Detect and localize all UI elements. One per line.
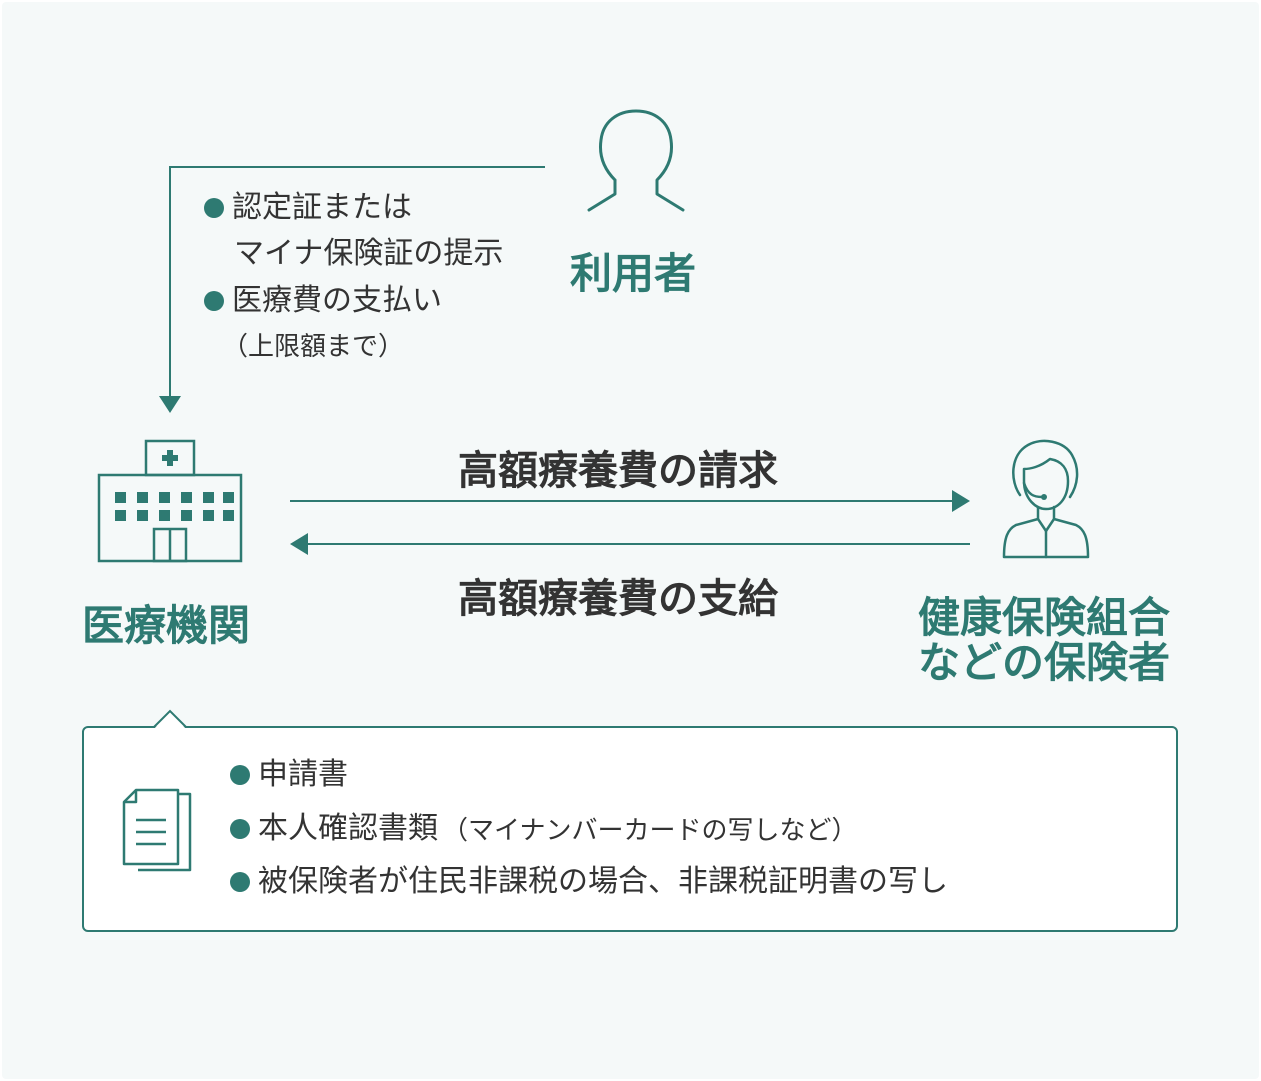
user-bullet-note: （上限額まで） <box>222 332 405 362</box>
user-bullet-1-continuation: マイナ保険証の提示 <box>234 236 504 271</box>
user-bullet-1: 認定証または <box>204 190 412 226</box>
bullet-dot <box>230 765 250 785</box>
user-to-hospital-arrowhead <box>159 396 181 413</box>
user-to-hospital-line <box>169 166 545 398</box>
callout-pointer <box>153 709 187 729</box>
document-item-note: （マイナンバーカードの写しなど） <box>442 816 858 846</box>
bullet-text: 医療費の支払い <box>232 283 442 318</box>
hospital-label: 医療機関 <box>82 601 251 650</box>
bullet-dot <box>230 872 250 892</box>
document-icon <box>122 788 192 872</box>
payment-arrowhead <box>290 533 308 555</box>
bullet-dot <box>230 818 250 839</box>
document-item-1: 申請書 <box>230 757 348 793</box>
hospital-icon <box>97 439 243 563</box>
request-arrowhead <box>952 490 970 512</box>
payment-label: 高額療養費の支給 <box>458 576 778 622</box>
person-icon <box>587 109 685 212</box>
insurer-label-line2: などの保険者 <box>918 638 1171 688</box>
bullet-dot <box>204 198 224 218</box>
document-item-3: 被保険者が住民非課税の場合、非課税証明書の写し <box>230 864 948 900</box>
insurer-label: 健康保険組合 などの保険者 <box>918 595 1170 686</box>
documents-box <box>82 726 1178 932</box>
insurer-label-line1: 健康保険組合 <box>918 593 1171 642</box>
bullet-text: 認定証または <box>232 190 412 225</box>
document-item-text: 本人確認書類 <box>258 810 438 846</box>
request-label: 高額療養費の請求 <box>458 448 778 494</box>
bullet-dot <box>204 291 224 311</box>
document-item-text: 申請書 <box>258 757 348 792</box>
user-bullet-2: 医療費の支払い <box>204 283 442 319</box>
document-item-2: 本人確認書類 （マイナンバーカードの写しなど） <box>230 810 857 847</box>
document-item-text: 被保険者が住民非課税の場合、非課税証明書の写し <box>258 864 948 899</box>
user-label: 利用者 <box>570 249 697 298</box>
operator-icon <box>1002 439 1090 559</box>
